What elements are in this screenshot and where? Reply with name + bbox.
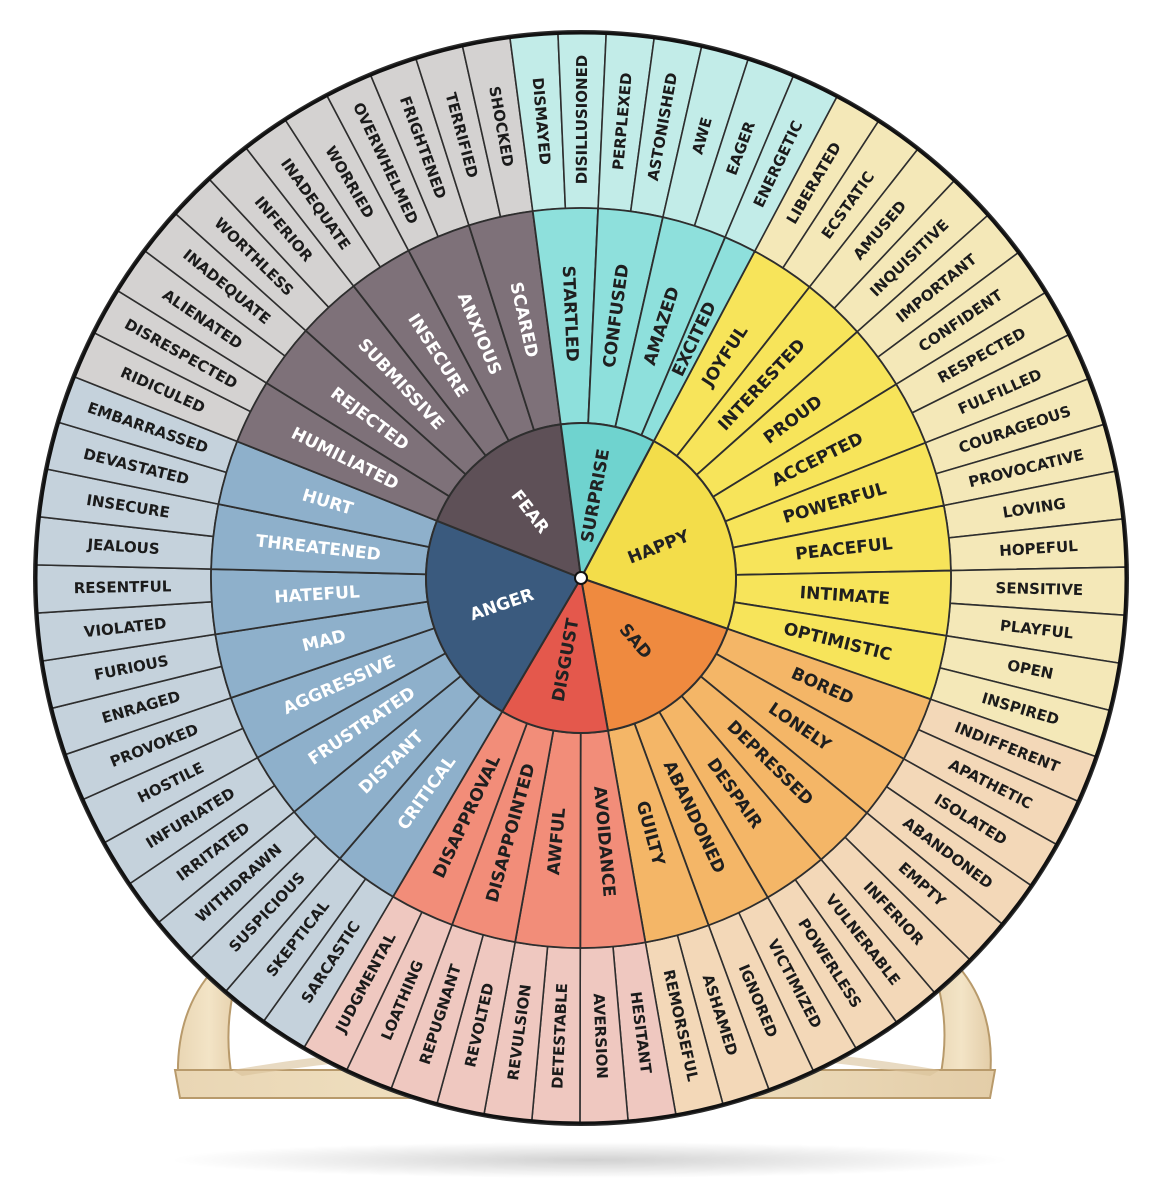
core-segment bbox=[435, 423, 583, 580]
core-segment bbox=[425, 519, 583, 713]
outer-emotion-label: DISILLUSIONED bbox=[573, 55, 591, 185]
core-segment bbox=[579, 439, 737, 631]
outer-emotion-label: SENSITIVE bbox=[995, 579, 1083, 599]
disk-shadow bbox=[170, 1142, 1010, 1178]
outer-emotion-label: RESENTFUL bbox=[74, 577, 172, 597]
outer-emotion-label: JEALOUS bbox=[86, 535, 160, 558]
core-segment bbox=[579, 576, 729, 732]
center-pin bbox=[574, 571, 588, 585]
core-segment bbox=[500, 575, 610, 734]
core-segment bbox=[559, 422, 656, 582]
outer-emotion-label: DETESTABLE bbox=[548, 983, 571, 1090]
wheel-outline bbox=[34, 31, 1128, 1125]
outer-emotion-label: AVERSION bbox=[590, 993, 612, 1079]
mid-emotion-label: STARTLED bbox=[558, 265, 582, 362]
outer-emotion-label: HOPEFUL bbox=[999, 537, 1079, 560]
